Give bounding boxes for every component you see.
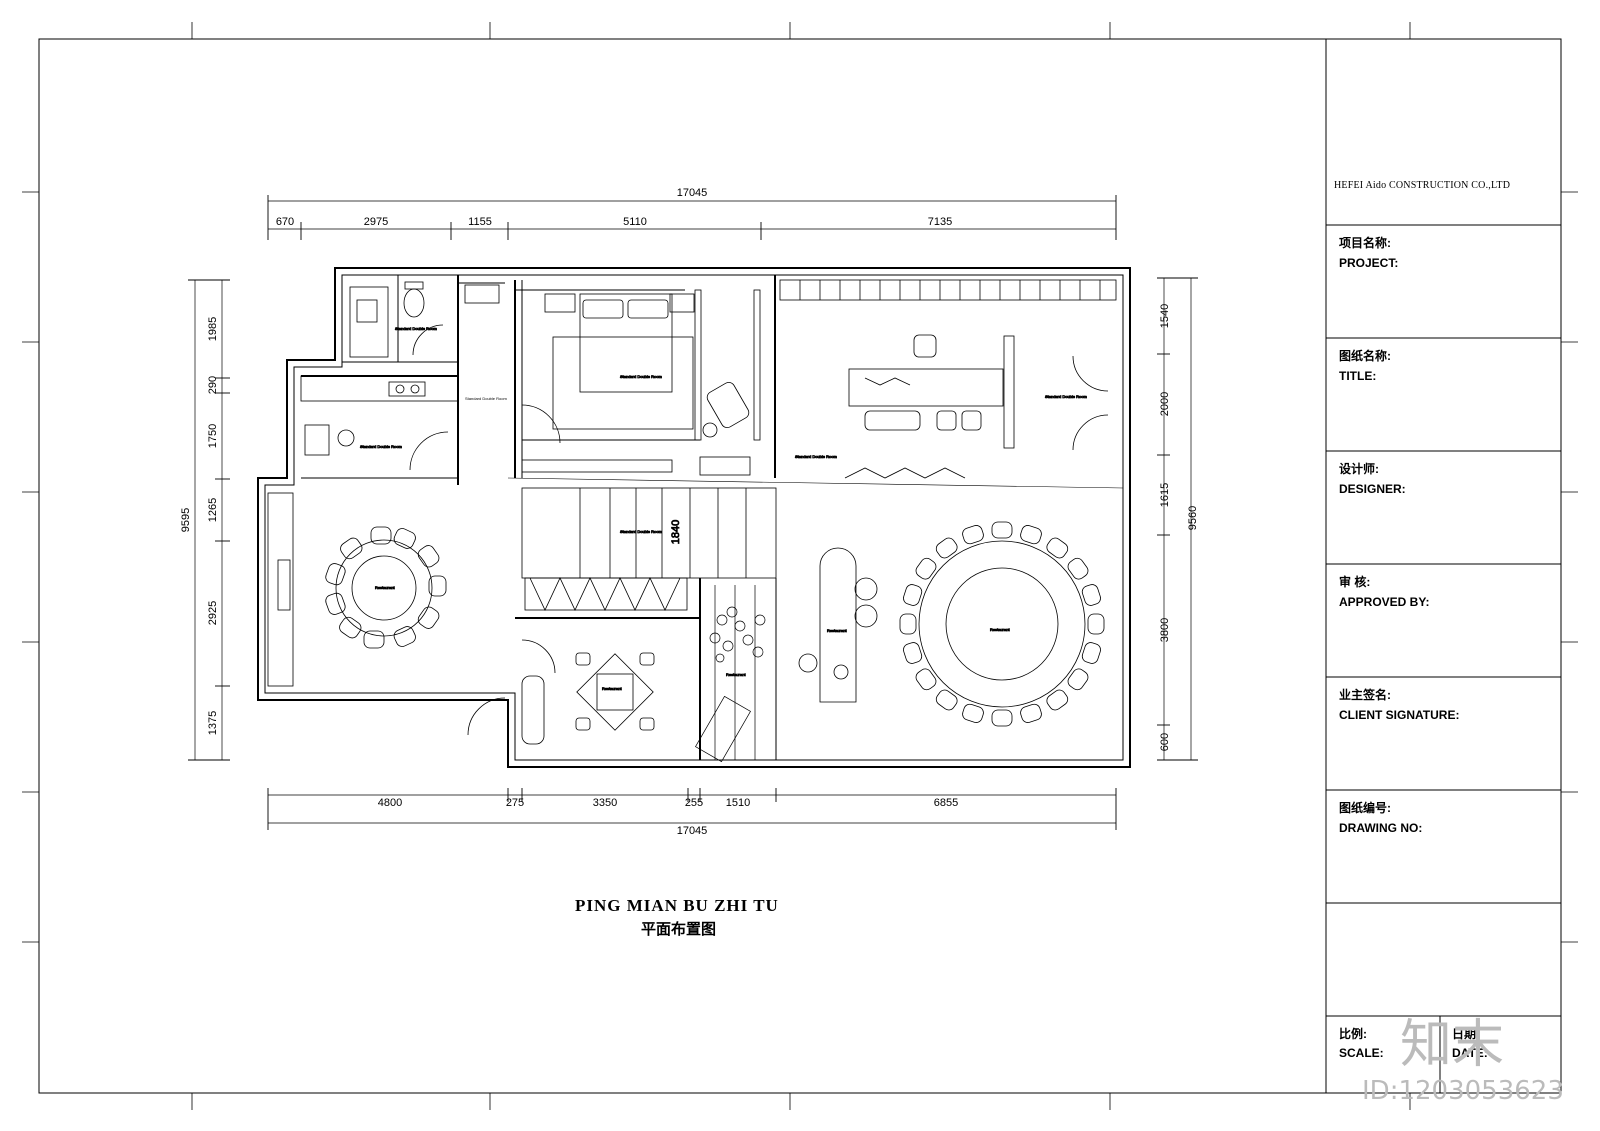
dining-chair [1067,668,1089,691]
dim-left-seg: 1265 [207,498,219,522]
bedroom: Standard Double Room [521,289,761,476]
dining-chair [903,642,923,664]
dining-chair [935,689,958,711]
field-label-designer-en: DESIGNER: [1339,482,1406,496]
dining-chair [991,521,1013,539]
dim-top-seg: 7135 [928,216,952,228]
dining-chair [962,703,984,723]
svg-text:Standard Double Room: Standard Double Room [360,444,402,449]
field-label-designer-cn: 设计师: [1339,462,1379,476]
field-label-client-cn: 业主签名: [1339,688,1391,702]
wine-cabinet [779,279,1117,301]
dim-right-total: 9560 [1187,506,1199,530]
tea-room: Restaurant [521,639,655,745]
bar-counter: Restaurant [798,547,878,703]
dim-left-total: 9595 [180,508,192,532]
date-label-en: DATE: [1452,1046,1488,1060]
dining-chairs-left [325,526,447,649]
field-label-approved-en: APPROVED BY: [1339,595,1430,609]
dim-left-seg: 290 [207,376,219,394]
dim-right-seg: 600 [1159,733,1171,751]
bathroom: Standard Double Room [349,281,500,358]
dim-top-seg: 2975 [364,216,388,228]
svg-text:Restaurant: Restaurant [726,672,746,677]
field-label-project-cn: 项目名称: [1339,236,1391,250]
dim-bottom-seg: 275 [506,797,524,809]
svg-text:Standard Double Room: Standard Double Room [395,326,437,331]
dim-top-seg: 670 [276,216,294,228]
scale-label-en: SCALE: [1339,1046,1384,1060]
field-label-drawing-no-cn: 图纸编号: [1339,801,1391,815]
dining-chair [1046,537,1069,559]
dining-chairs-right [899,521,1105,727]
field-label-title-cn: 图纸名称: [1339,349,1391,363]
svg-text:Restaurant: Restaurant [375,585,395,590]
dining-chair [1020,703,1042,723]
dining-chair [1046,689,1069,711]
sheet-frame [22,22,1578,1110]
dim-left-seg: 1750 [207,424,219,448]
dining-chair [1087,613,1105,635]
dim-top-seg: 1155 [468,216,492,228]
dim-bottom-seg: 6855 [934,797,958,809]
svg-text:Restaurant: Restaurant [990,627,1010,632]
dining-chair [935,537,958,559]
drawing-title-cn: 平面布置图 [641,921,717,938]
dining-room-right: Restaurant [899,521,1105,727]
dining-chair [899,613,917,635]
stair-storage: Standard Double Room 1840 [521,487,777,611]
dining-chair [991,709,1013,727]
dining-chair [1081,642,1101,664]
dim-right-seg: 1540 [1159,304,1171,328]
walls [257,267,1131,768]
dim-bottom-seg: 4800 [378,797,402,809]
stair-dimension: 1840 [670,520,682,544]
drawing-title-en: PING MIAN BU ZHI TU [575,896,779,915]
dining-room-left: Restaurant [267,492,506,736]
svg-text:Standard Double Room: Standard Double Room [620,529,662,534]
dim-left-seg: 1985 [207,317,219,341]
dimension-lines [188,195,1198,830]
field-label-client-en: CLIENT SIGNATURE: [1339,708,1460,722]
field-label-drawing-no-en: DRAWING NO: [1339,821,1423,835]
watermark-logo: 知末 [1400,1015,1505,1075]
watermark-id: ID:1203053623 [1362,1076,1564,1106]
field-label-title-en: TITLE: [1339,369,1377,383]
svg-text:Restaurant: Restaurant [827,628,847,633]
dining-chair [1067,557,1089,580]
dim-right-seg: 1615 [1159,483,1171,507]
dim-top-seg: 5110 [623,216,647,228]
dining-chair [1081,584,1101,606]
garden: Restaurant [695,585,766,763]
dining-chair [962,525,984,545]
dim-left-seg: 2925 [207,601,219,625]
kitchen: Standard Double Room [300,375,459,471]
svg-text:Standard Double Room: Standard Double Room [1045,394,1087,399]
svg-text:Restaurant: Restaurant [602,686,622,691]
dim-right-seg: 2000 [1159,392,1171,416]
dim-bottom-seg: 1510 [726,797,750,809]
dim-bottom-total: 17045 [677,825,708,837]
company-name: HEFEI Aido CONSTRUCTION CO.,LTD [1334,180,1511,191]
dim-bottom-seg: 255 [685,797,703,809]
dim-top-total: 17045 [677,187,708,199]
field-label-project-en: PROJECT: [1339,256,1399,270]
dining-chair [915,557,937,580]
main-hall: Standard Double Room Standard Double Roo… [779,279,1117,479]
dim-right-seg: 3800 [1159,618,1171,642]
scale-label-cn: 比例: [1339,1027,1367,1041]
date-label-cn: 日期: [1452,1027,1480,1041]
svg-text:Standard Double Room: Standard Double Room [620,374,662,379]
dining-chair [915,668,937,691]
dim-left-seg: 1375 [207,711,219,735]
svg-text:Standard Double Room: Standard Double Room [465,396,507,401]
dimension-labels: 17045 670 2975 1155 5110 7135 4800 275 3… [180,187,1199,837]
svg-text:Standard Double Room: Standard Double Room [795,454,837,459]
dining-chair [903,584,923,606]
dim-bottom-seg: 3350 [593,797,617,809]
field-label-approved-cn: 审 核: [1339,575,1371,589]
dining-chair [1020,525,1042,545]
